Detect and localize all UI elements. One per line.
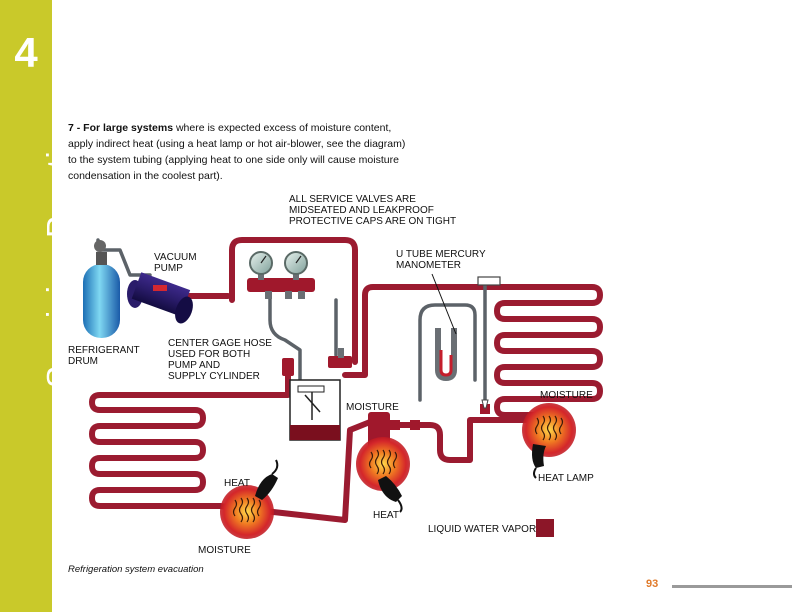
label-vacuum-pump-1: VACUUM: [154, 252, 197, 263]
label-heat-lamp: HEAT LAMP: [538, 473, 594, 484]
label-service-valves-2: MIDSEATED AND LEAKPROOF: [289, 205, 434, 216]
label-center-hose-1: CENTER GAGE HOSE: [168, 338, 272, 349]
page-number: 93: [646, 578, 659, 590]
label-service-valves-3: PROTECTIVE CAPS ARE ON TIGHT: [289, 216, 456, 227]
label-center-hose-4: SUPPLY CYLINDER: [168, 371, 260, 382]
page-rule: [672, 585, 792, 588]
label-heat-center: HEAT: [373, 510, 399, 521]
intro-paragraph: 7 - For large systems where is expected …: [68, 120, 408, 184]
chapter-number: 4: [14, 29, 38, 76]
heat-glow-right-icon: [522, 403, 576, 457]
figure-caption: Refrigeration system evacuation: [68, 564, 204, 575]
gauge-manifold-icon: [247, 251, 315, 299]
label-moisture-center: MOISTURE: [346, 402, 399, 413]
heat-lamp-right-icon: [532, 444, 546, 479]
label-legend: LIQUID WATER VAPOR: [428, 524, 536, 535]
label-refrigerant-drum-2: DRUM: [68, 356, 98, 367]
label-utube-2: MANOMETER: [396, 260, 461, 271]
label-refrigerant-drum-1: REFRIGERANT: [68, 345, 140, 356]
heat-lamp-left-icon: [255, 459, 279, 500]
legend-swatch: [536, 519, 554, 537]
chapter-sidebar: 4 Servicing Practices: [0, 0, 77, 612]
label-center-hose-3: PUMP AND: [168, 360, 220, 371]
label-center-hose-2: USED FOR BOTH: [168, 349, 250, 360]
label-utube-1: U TUBE MERCURY: [396, 249, 486, 260]
label-vacuum-pump-2: PUMP: [154, 263, 183, 274]
label-moisture-right: MOISTURE: [540, 390, 593, 401]
intro-lead: 7 - For large systems: [68, 122, 174, 134]
u-tube-manometer-icon: [435, 276, 501, 414]
label-heat-left: HEAT: [224, 478, 250, 489]
vacuum-pump-icon: [127, 272, 193, 324]
refrigerant-drum-icon: [83, 240, 120, 338]
label-moisture-bottom: MOISTURE: [198, 545, 251, 556]
gage-hoses: [96, 238, 487, 402]
service-valve-icon: [282, 348, 352, 376]
compressor-icon: [289, 379, 341, 441]
manometer-leader-line: [431, 273, 457, 335]
heat-glow-center-icon: [356, 437, 410, 491]
intro-text: where is expected excess of moisture con…: [68, 122, 406, 182]
label-service-valves-1: ALL SERVICE VALVES ARE: [289, 194, 416, 205]
heat-lamp-center-icon: [378, 476, 403, 513]
